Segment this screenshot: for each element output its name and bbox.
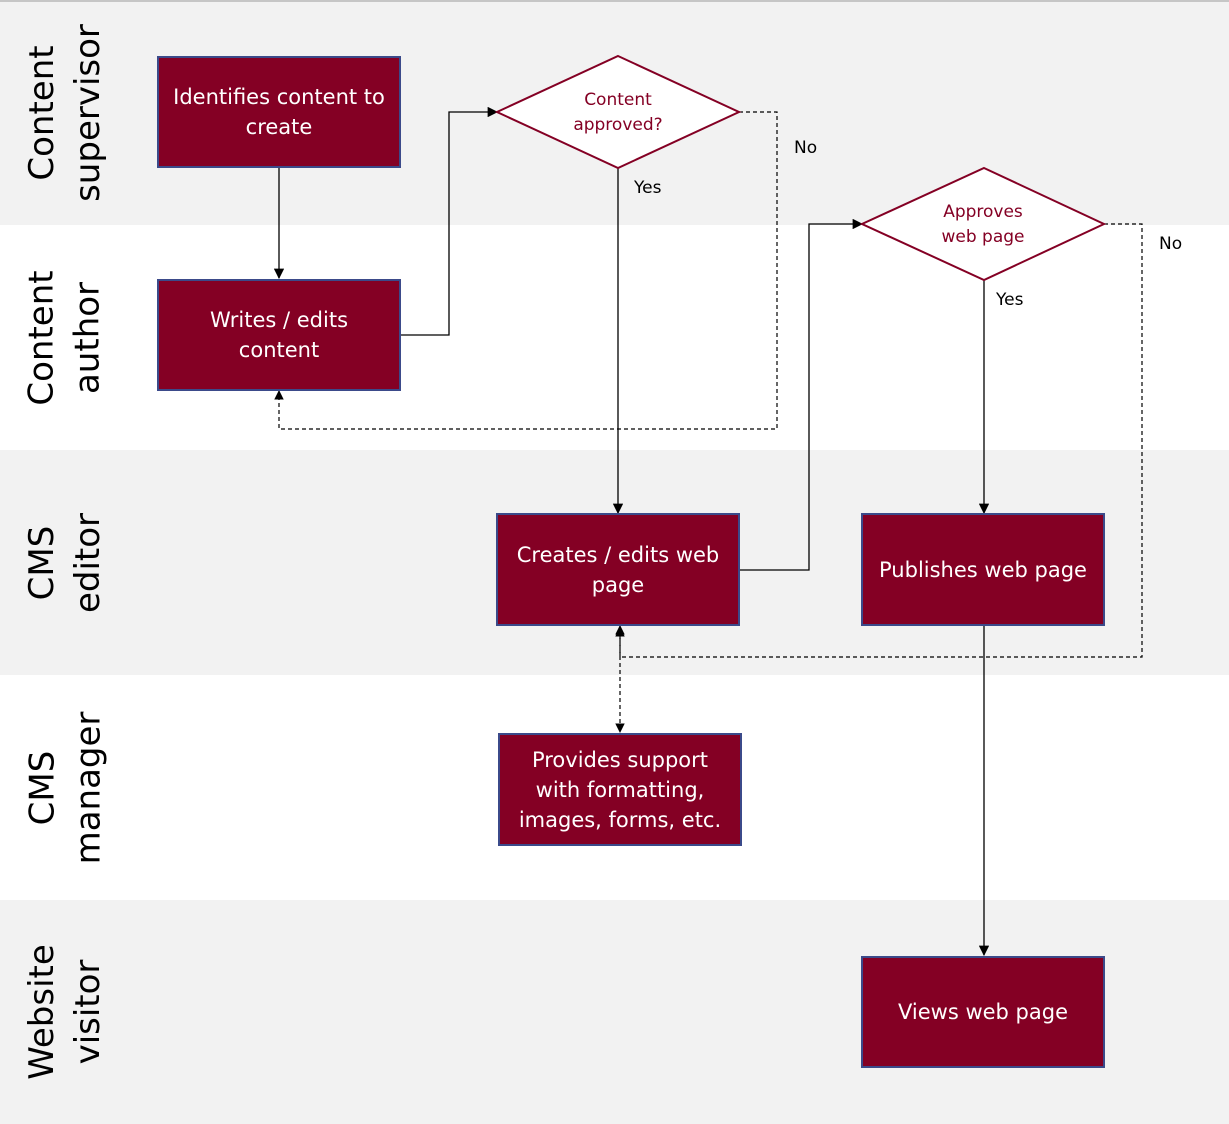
decision-label: Content approved? — [573, 90, 663, 135]
decision-label: Approves web page — [941, 202, 1025, 247]
step-label: Publishes web page — [879, 557, 1087, 582]
step-label: Provides support with formatting, images… — [518, 747, 722, 832]
step-identifies-content: Identifies content to create — [157, 56, 401, 168]
step-writes-content: Writes / edits content — [157, 279, 401, 391]
step-label: Identifies content to create — [173, 85, 385, 139]
step-views-web-page: Views web page — [861, 956, 1105, 1068]
edge-create-to-decision — [739, 218, 864, 571]
edge-label-no: No — [794, 138, 818, 158]
step-provides-support: Provides support with formatting, images… — [498, 733, 742, 846]
edge-label-no: No — [1159, 234, 1183, 254]
step-publishes-web-page: Publishes web page — [861, 513, 1105, 626]
step-label: Views web page — [898, 1000, 1068, 1024]
decision-approves-page — [859, 166, 1107, 282]
step-label: Writes / edits content — [209, 308, 349, 362]
edge-write-to-decision — [400, 106, 499, 336]
edge-label-yes: Yes — [634, 178, 662, 198]
step-label: Creates / edits web page — [516, 542, 720, 597]
step-creates-web-page: Creates / edits web page — [496, 513, 740, 626]
edge-label-yes: Yes — [996, 290, 1024, 310]
decision-content-approved — [494, 54, 742, 170]
